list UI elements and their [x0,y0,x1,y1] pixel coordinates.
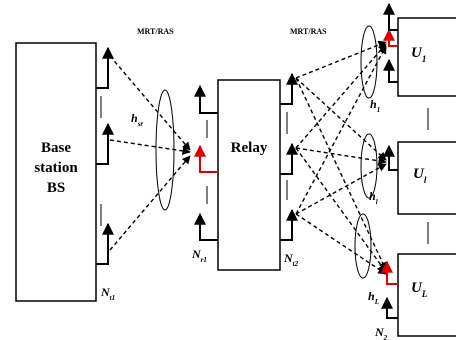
base-station-box [15,42,97,302]
relay-tx-antennas [280,72,298,241]
relay-box [217,79,281,271]
user-1-antenna [383,2,398,31]
user-L-box [397,253,456,337]
user-L: UL hL [368,253,456,337]
nt1-label: Nt1 [100,285,115,302]
user-L-antenna-red [381,260,398,285]
user-1-label: U1 [411,45,426,64]
user-l-label: Ul [413,166,427,185]
user-L-label: UL [411,280,428,299]
base-station-label-line3: BS [47,180,65,196]
relay-user-links [295,40,387,275]
nt2-label: Nt2 [283,251,299,268]
relay-rx-antennas [194,84,218,241]
user-1: U1 h1 [370,2,456,114]
user-l: Ul hl [369,141,456,215]
mrt-ras-right-label: MRT/RAS [290,27,327,36]
hsr-ellipse [155,89,175,211]
user-channel-ellipses [354,25,378,279]
n2-label: N2 [374,325,388,340]
user-L-antenna [381,296,398,319]
relay-label: Relay [231,140,268,156]
user-1-box [397,17,456,97]
user-L-h-label: hL [368,289,379,306]
user-l-antenna [383,144,398,171]
base-station-label-line2: station [34,160,78,176]
bs-antennas [96,46,114,265]
user-1-antenna-2 [383,58,398,83]
user-l-box [397,141,456,215]
hsr-label: hsr [131,111,143,128]
user-1-h-label: h1 [370,97,380,114]
mrt-ras-left-label: MRT/RAS [137,27,174,36]
bs-relay-links [109,55,191,251]
nr1-label: Nr1 [191,247,207,264]
base-station-label-line1: Base [41,140,71,156]
user-l-h-label: hl [369,189,378,206]
user-1-antenna-red [383,28,398,47]
